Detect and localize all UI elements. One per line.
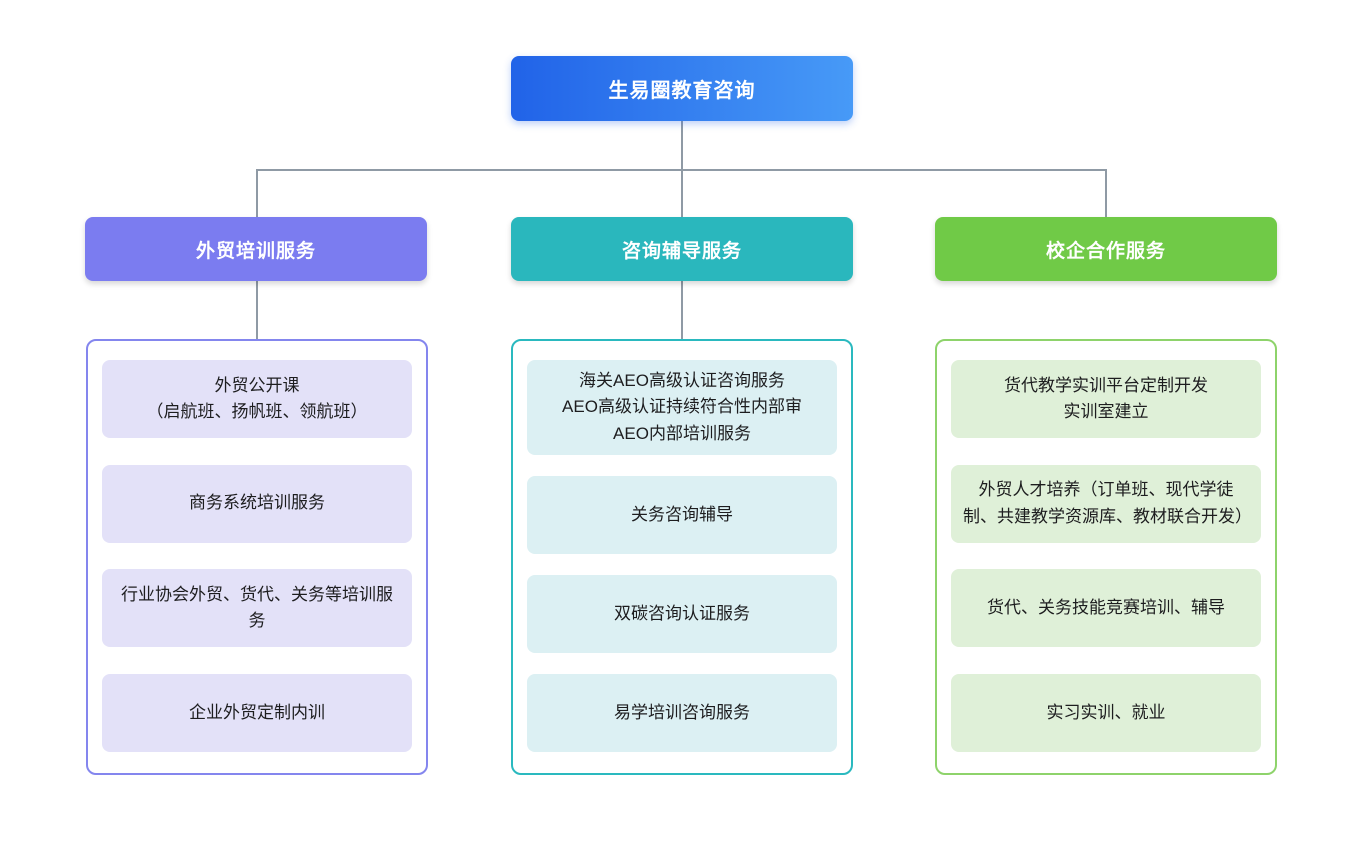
service-item: 关务咨询辅导 bbox=[527, 476, 837, 555]
connector-root-stem bbox=[681, 121, 683, 169]
service-item: 行业协会外贸、货代、关务等培训服务 bbox=[102, 569, 412, 648]
connector-center-header-to-group bbox=[681, 281, 683, 339]
connector-left-header-to-group bbox=[256, 281, 258, 339]
service-item: 货代教学实训平台定制开发 实训室建立 bbox=[951, 360, 1261, 438]
service-item: 双碳咨询认证服务 bbox=[527, 575, 837, 653]
connector-drop-right bbox=[1105, 169, 1107, 218]
service-item: 外贸人才培养（订单班、现代学徒制、共建教学资源库、教材联合开发） bbox=[951, 464, 1261, 543]
service-item: 外贸公开课 （启航班、扬帆班、领航班） bbox=[102, 360, 412, 438]
service-item: 商务系统培训服务 bbox=[102, 464, 412, 543]
branch-group-school-enterprise-cooperation: 货代教学实训平台定制开发 实训室建立 外贸人才培养（订单班、现代学徒制、共建教学… bbox=[935, 339, 1277, 775]
branch-group-consulting-coaching: 海关AEO高级认证咨询服务 AEO高级认证持续符合性内部审 AEO内部培训服务 … bbox=[511, 339, 853, 775]
service-item: 企业外贸定制内训 bbox=[102, 673, 412, 752]
branch-group-foreign-trade-training: 外贸公开课 （启航班、扬帆班、领航班） 商务系统培训服务 行业协会外贸、货代、关… bbox=[86, 339, 428, 775]
service-item: 实习实训、就业 bbox=[951, 673, 1261, 752]
service-item: 货代、关务技能竞赛培训、辅导 bbox=[951, 569, 1261, 648]
connector-drop-center bbox=[681, 169, 683, 218]
branch-header-foreign-trade-training: 外贸培训服务 bbox=[85, 217, 427, 281]
branch-header-consulting-coaching: 咨询辅导服务 bbox=[511, 217, 853, 281]
service-item: 海关AEO高级认证咨询服务 AEO高级认证持续符合性内部审 AEO内部培训服务 bbox=[527, 360, 837, 456]
root-node: 生易圈教育咨询 bbox=[511, 56, 853, 121]
branch-header-school-enterprise-cooperation: 校企合作服务 bbox=[935, 217, 1277, 281]
connector-drop-left bbox=[256, 169, 258, 218]
service-item: 易学培训咨询服务 bbox=[527, 673, 837, 752]
